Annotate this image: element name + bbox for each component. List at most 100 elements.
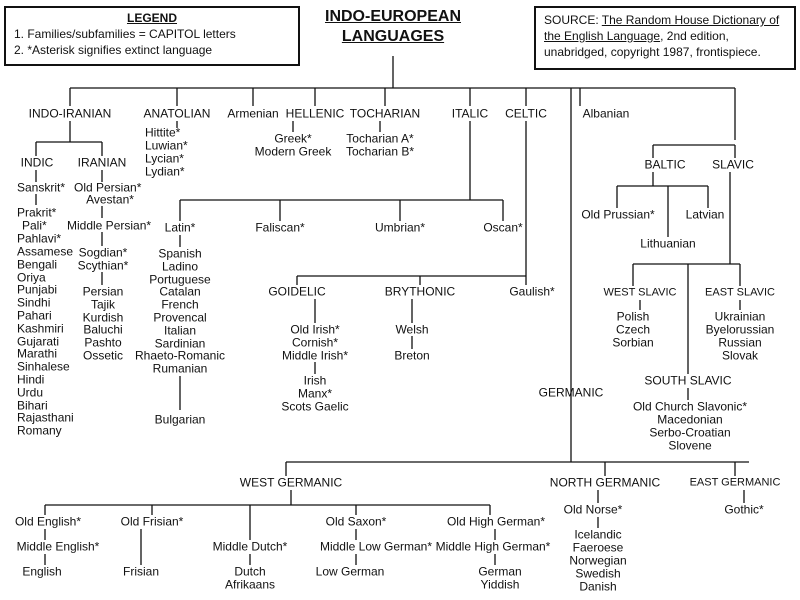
westslavic-language: Polish bbox=[616, 309, 650, 324]
northgermanic-language: Swedish bbox=[575, 566, 621, 581]
indic-language: Marathi bbox=[17, 346, 58, 361]
node-gaulish: Gaulish* bbox=[509, 284, 555, 299]
node-greek: Greek* bbox=[274, 131, 312, 146]
northgermanic-language: Norwegian bbox=[569, 553, 627, 568]
iranian-language: Pashto bbox=[84, 335, 122, 350]
eastslavic-language: Ukrainian bbox=[714, 309, 766, 324]
indic-language: Sinhalese bbox=[17, 359, 70, 374]
node-italic: ITALIC bbox=[451, 106, 489, 121]
romance-language: Rumanian bbox=[152, 361, 208, 376]
node-middlelowgerman: Middle Low German* bbox=[319, 539, 433, 554]
node-pali: Pali* bbox=[22, 218, 47, 233]
node-breton: Breton bbox=[394, 348, 430, 363]
node-northgermanic: NORTH GERMANIC bbox=[549, 475, 661, 490]
node-lycian: Lycian* bbox=[145, 151, 184, 166]
node-tochB: Tocharian B* bbox=[345, 144, 415, 159]
node-iranian: IRANIAN bbox=[77, 155, 127, 170]
node-anatolian: ANATOLIAN bbox=[143, 106, 211, 121]
source-work-title: The Random House Dictionary of the Engli… bbox=[544, 13, 780, 43]
node-german: German bbox=[478, 564, 522, 579]
source-details: , 2nd edition, unabridged, copyright 198… bbox=[544, 29, 761, 59]
node-cornish: Cornish* bbox=[291, 335, 339, 350]
romance-language: Rhaeto-Romanic bbox=[134, 348, 226, 363]
node-eastslavic: EAST SLAVIC bbox=[705, 286, 775, 299]
indic-language: Kashmiri bbox=[17, 321, 64, 336]
indic-language: Pahari bbox=[17, 308, 52, 323]
indic-language: Assamese bbox=[17, 244, 74, 259]
node-brythonic: BRYTHONIC bbox=[384, 284, 456, 299]
node-indic: INDIC bbox=[20, 155, 54, 170]
source-box: SOURCE: The Random House Dictionary of t… bbox=[534, 6, 796, 70]
iranian-language: Baluchi bbox=[83, 322, 123, 337]
node-hittite: Hittite* bbox=[145, 125, 181, 140]
node-avestan: Avestan* bbox=[86, 192, 134, 207]
source-prefix: SOURCE: bbox=[544, 13, 602, 27]
legend-box: LEGEND 1. Families/subfamilies = CAPITOL… bbox=[4, 6, 300, 66]
node-oldpersian: Old Persian* bbox=[74, 180, 142, 195]
node-oscan: Oscan* bbox=[483, 220, 523, 235]
northgermanic-language: Faeroese bbox=[572, 540, 624, 555]
node-indoiranian: INDO-IRANIAN bbox=[28, 106, 112, 121]
node-middlehighgerman: Middle High German* bbox=[435, 539, 551, 554]
node-english: English bbox=[22, 564, 62, 579]
indic-language: Punjabi bbox=[17, 282, 58, 297]
node-southslavic: SOUTH SLAVIC bbox=[644, 373, 732, 388]
node-westslavic: WEST SLAVIC bbox=[603, 286, 677, 299]
node-germanic: GERMANIC bbox=[538, 385, 604, 400]
iranian-language: Kurdish bbox=[82, 310, 124, 325]
node-pahlavi: Pahlavi* bbox=[17, 231, 62, 246]
node-tocharian: TOCHARIAN bbox=[349, 106, 421, 121]
southslavic-language: Old Church Slavonic* bbox=[632, 399, 748, 414]
node-sanskrit: Sanskrit* bbox=[17, 180, 66, 195]
node-sogdian: Sogdian* bbox=[78, 245, 128, 260]
node-tochA: Tocharian A* bbox=[346, 131, 414, 146]
westslavic-language: Sorbian bbox=[612, 335, 654, 350]
romance-language: Ladino bbox=[161, 259, 199, 274]
node-goidelic: GOIDELIC bbox=[268, 284, 326, 299]
node-dutch: Dutch bbox=[234, 564, 266, 579]
title-line-2: LANGUAGES bbox=[341, 28, 445, 45]
indic-language: Urdu bbox=[17, 385, 44, 400]
node-oldirish: Old Irish* bbox=[290, 322, 340, 337]
indic-language: Romany bbox=[17, 423, 62, 438]
indic-language: Bihari bbox=[17, 398, 48, 413]
node-scythian: Scythian* bbox=[77, 258, 129, 273]
node-oldhighgerman: Old High German* bbox=[446, 514, 546, 529]
legend-heading: LEGEND bbox=[126, 11, 177, 25]
node-luwian: Luwian* bbox=[145, 138, 188, 153]
node-middleenglish: Middle English* bbox=[16, 539, 100, 554]
node-umbrian: Umbrian* bbox=[374, 220, 426, 235]
indic-language: Oriya bbox=[17, 270, 46, 285]
node-slavic: SLAVIC bbox=[712, 157, 754, 172]
node-baltic: BALTIC bbox=[644, 157, 686, 172]
indic-language: Bengali bbox=[17, 257, 58, 272]
romance-language: Portuguese bbox=[149, 272, 211, 287]
romance-language: Catalan bbox=[159, 284, 201, 299]
node-latin: Latin* bbox=[164, 220, 196, 235]
node-oldsaxon: Old Saxon* bbox=[325, 514, 387, 529]
node-albanian: Albanian bbox=[582, 106, 630, 121]
node-moderngreek: Modern Greek bbox=[254, 144, 332, 159]
southslavic-language: Macedonian bbox=[657, 412, 723, 427]
node-eastgermanic: EAST GERMANIC bbox=[689, 476, 781, 489]
node-welsh: Welsh bbox=[395, 322, 429, 337]
indic-language: Hindi bbox=[17, 372, 45, 387]
iranian-language: Persian bbox=[82, 284, 124, 299]
iranian-language: Ossetic bbox=[82, 348, 124, 363]
node-frisian: Frisian bbox=[122, 564, 160, 579]
romance-language: Italian bbox=[163, 323, 197, 338]
node-armenian: Armenian bbox=[227, 106, 279, 121]
diagram-title: INDO-EUROPEAN LANGUAGES bbox=[325, 7, 461, 47]
northgermanic-language: Danish bbox=[579, 579, 617, 594]
node-lowgerman: Low German bbox=[315, 564, 385, 579]
node-yiddish: Yiddish bbox=[480, 577, 520, 592]
node-oldprussian: Old Prussian* bbox=[581, 207, 655, 222]
node-oldenglish: Old English* bbox=[14, 514, 82, 529]
node-middleirish: Middle Irish* bbox=[281, 348, 349, 363]
node-oldnorse: Old Norse* bbox=[563, 502, 623, 517]
eastslavic-language: Russian bbox=[718, 335, 762, 350]
node-middlepersian: Middle Persian* bbox=[67, 218, 152, 233]
title-line-1: INDO-EUROPEAN bbox=[324, 8, 462, 25]
northgermanic-language: Icelandic bbox=[574, 527, 622, 542]
